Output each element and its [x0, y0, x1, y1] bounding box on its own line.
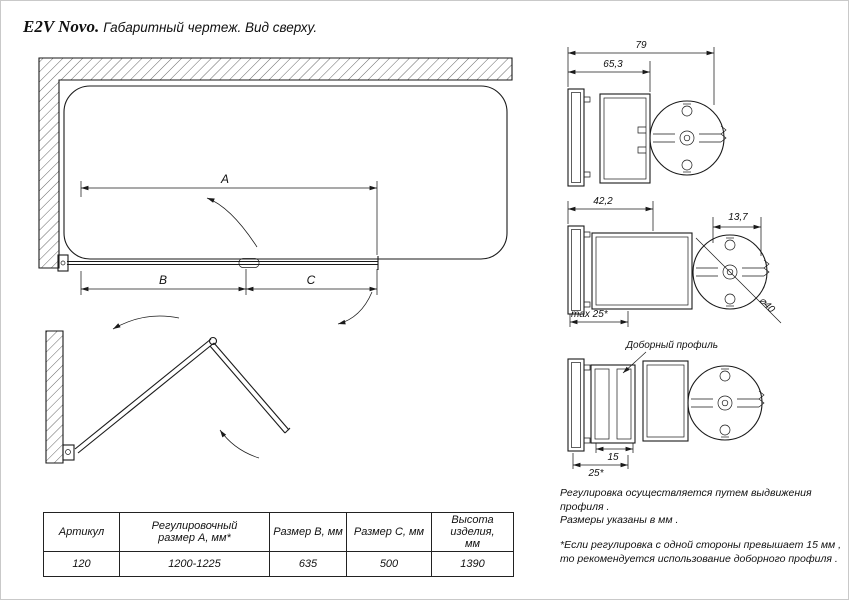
extension-profile-channel: [616, 368, 632, 440]
profile-detail-top: 79 65,3: [567, 40, 727, 187]
wall-mount-bracket: [57, 254, 69, 272]
wall-profile-hooks: [584, 364, 591, 444]
diameter-leader-line: [695, 237, 782, 324]
extension-profile-outline: [590, 364, 636, 444]
dim-65-3-label: 65,3: [603, 59, 623, 70]
panel-hinge: [238, 258, 260, 268]
profile-detail-middle: 42,2 13,7 ⌀40 max 25*: [567, 196, 782, 327]
col-header-size-c: Размер С, мм: [346, 512, 432, 552]
dim-25-label: 25*: [587, 468, 604, 479]
hinge-roller-section: [649, 100, 727, 176]
panel-end-cap: [284, 427, 291, 434]
spec-table: Артикул Регулировочный размер А, мм* Раз…: [43, 512, 514, 577]
fold-arrow-right: [219, 429, 260, 459]
bracket-screw: [65, 449, 71, 455]
callout-leader-line: [622, 351, 647, 374]
dimension-c: C: [246, 269, 378, 295]
dim-15-label: 15: [607, 452, 619, 463]
note-asterisk-line1: *Если регулировка с одной стороны превыш…: [560, 538, 842, 551]
wall-profile-hooks: [584, 231, 591, 308]
note-asterisk-line2: то рекомендуется использование доборного…: [560, 552, 838, 565]
folded-panel-2-line: [209, 345, 286, 434]
sliding-profile-inner: [646, 364, 685, 438]
swing-arrow-lower: [337, 291, 373, 325]
wall-hatch-folded-view: [45, 330, 64, 464]
col-header-articul: Артикул: [43, 512, 120, 552]
sliding-profile-tabs: [637, 126, 646, 154]
dimension-a: A: [80, 172, 378, 255]
wall-hatch-top-view: [38, 57, 513, 269]
note-units: Размеры указаны в мм .: [560, 514, 679, 527]
extension-profile-callout: Доборный профиль: [625, 339, 718, 351]
profile-detail-bottom: Доборный профиль 15 25*: [567, 339, 765, 479]
wall-profile-outline: [567, 358, 585, 452]
wall-profile-inner: [571, 92, 581, 183]
col-header-size-a: Регулировочный размер А, мм*: [119, 512, 270, 552]
folded-view: [45, 315, 291, 464]
wall-profile-outline: [567, 225, 585, 315]
extension-profile-channel: [594, 368, 610, 440]
cell-size-b: 635: [269, 551, 347, 577]
note-adjustment: Регулировка осуществляется путем выдвиже…: [560, 487, 812, 513]
dim-max-25-label: max 25*: [571, 309, 609, 320]
spec-header-row: Артикул Регулировочный размер А, мм* Раз…: [43, 512, 514, 552]
sliding-profile-outline: [642, 360, 689, 442]
hinge-roller-section: [687, 365, 765, 441]
spec-data-row: 120 1200-1225 635 500 1390: [43, 551, 514, 577]
wall-mount-bracket-folded: [62, 444, 75, 461]
dim-a-label: A: [220, 172, 229, 186]
dim-79-label: 79: [635, 40, 647, 51]
col-header-size-b: Размер В, мм: [269, 512, 347, 552]
model-name: E2V Novo.: [23, 17, 100, 36]
sliding-profile-inner: [603, 97, 647, 180]
wall-profile-inner: [571, 229, 581, 311]
dim-b-label: B: [159, 273, 167, 287]
dim-diameter-label: ⌀40: [757, 295, 777, 315]
wall-profile-hooks: [584, 96, 591, 178]
notes-block: Регулировка осуществляется путем выдвиже…: [560, 487, 842, 566]
dim-13-7-label: 13,7: [728, 212, 748, 223]
swing-arrow-upper: [206, 197, 258, 248]
fold-hinge: [208, 336, 218, 346]
sliding-profile-outline: [599, 93, 651, 184]
bracket-screw: [60, 260, 66, 266]
drawing-title: E2V Novo.Габаритный чертеж. Вид сверху.: [23, 17, 317, 37]
cell-height: 1390: [431, 551, 514, 577]
cell-size-c: 500: [346, 551, 432, 577]
dim-42-2-label: 42,2: [593, 196, 613, 207]
folded-panel-1-line: [74, 338, 212, 450]
bathtub-outline: [63, 85, 508, 260]
wall-profile-outline: [567, 88, 585, 187]
top-view: A B C: [38, 57, 513, 325]
dim-c-label: C: [307, 273, 316, 287]
dimension-b: B: [80, 269, 247, 295]
sliding-profile-inner: [595, 236, 689, 306]
sliding-profile-outline: [591, 232, 693, 310]
cell-articul: 120: [43, 551, 120, 577]
wall-profile-inner: [571, 362, 581, 448]
folded-panel-2-line: [213, 342, 290, 431]
cell-size-a: 1200-1225: [119, 551, 270, 577]
drawing-subtitle: Габаритный чертеж. Вид сверху.: [103, 20, 318, 35]
screen-panel-closed: [57, 254, 379, 272]
folded-panel-1-line: [77, 342, 215, 454]
fold-arrow-left: [112, 315, 180, 330]
col-header-height: Высота изделия, мм: [431, 512, 514, 552]
